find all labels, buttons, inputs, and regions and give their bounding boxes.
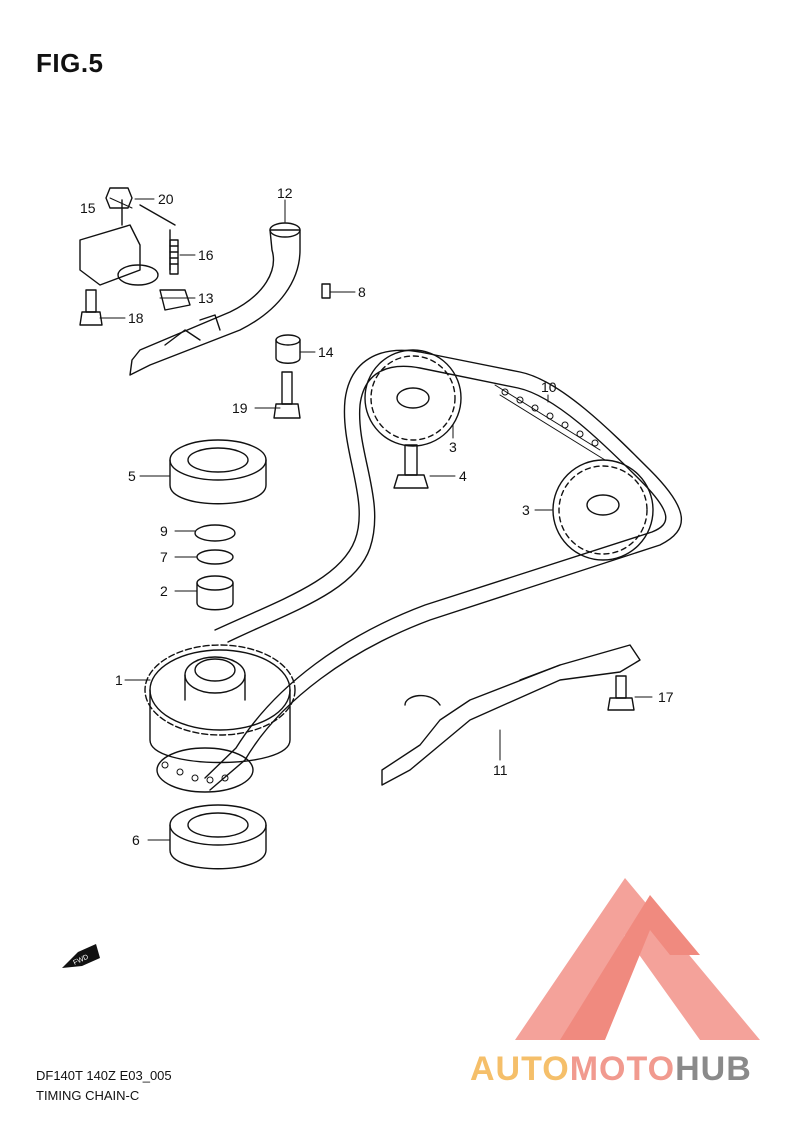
callout-3-lower: 3 [522, 502, 530, 518]
fwd-arrow-icon [62, 944, 100, 968]
bushing-14 [275, 334, 301, 364]
callout-16: 16 [198, 247, 214, 263]
callout-18: 18 [128, 310, 144, 326]
watermark-hub: HUB [675, 1050, 752, 1088]
watermark-text: AUTOMOTOHUB [470, 1050, 752, 1089]
callout-10: 10 [541, 379, 557, 395]
callout-12: 12 [277, 185, 293, 201]
chain-link-detail [501, 388, 599, 447]
figure-name: TIMING CHAIN-C [36, 1088, 140, 1103]
bearing-5 [169, 439, 267, 505]
watermark-auto: AUTO [470, 1050, 570, 1088]
camshaft-sprocket-lower [552, 459, 654, 561]
leader-lines [99, 197, 653, 841]
watermark-moto: MOTO [569, 1050, 676, 1088]
callout-20: 20 [158, 191, 174, 207]
callout-15: 15 [80, 200, 96, 216]
callout-4: 4 [459, 468, 467, 484]
pin-8 [321, 283, 331, 299]
watermark-logo-icon [515, 878, 760, 1040]
callout-11: 11 [493, 762, 508, 778]
callout-14: 14 [318, 344, 334, 360]
callout-3-upper: 3 [449, 439, 457, 455]
chain-guide-11 [381, 644, 641, 786]
bearing-6 [169, 804, 267, 870]
tensioner-guide-12 [129, 222, 301, 376]
bolt-4 [393, 444, 429, 489]
callout-13: 13 [198, 290, 214, 306]
crankshaft-timing-gear [144, 644, 296, 793]
figure-title: FIG.5 [36, 48, 104, 78]
chain-link-bottom [161, 761, 229, 784]
ring-7 [196, 549, 234, 565]
spacer-2 [196, 575, 234, 611]
callout-2: 2 [160, 583, 168, 599]
figure-code: DF140T 140Z E03_005 [36, 1068, 172, 1083]
callout-19: 19 [232, 400, 248, 416]
callout-6: 6 [132, 832, 140, 848]
clip-13 [159, 289, 191, 311]
nut-20 [105, 187, 133, 209]
bolt-19 [273, 371, 301, 419]
timing-chain [204, 349, 683, 791]
callout-1: 1 [115, 672, 123, 688]
callout-9: 9 [160, 523, 168, 539]
snap-ring-9 [194, 524, 236, 542]
stud-16 [169, 239, 179, 275]
bolt-17 [607, 675, 635, 711]
callout-8: 8 [358, 284, 366, 300]
callout-5: 5 [128, 468, 136, 484]
callout-17: 17 [658, 689, 674, 705]
camshaft-sprocket-upper [364, 349, 462, 447]
callout-7: 7 [160, 549, 168, 565]
bolt-18 [79, 289, 103, 326]
